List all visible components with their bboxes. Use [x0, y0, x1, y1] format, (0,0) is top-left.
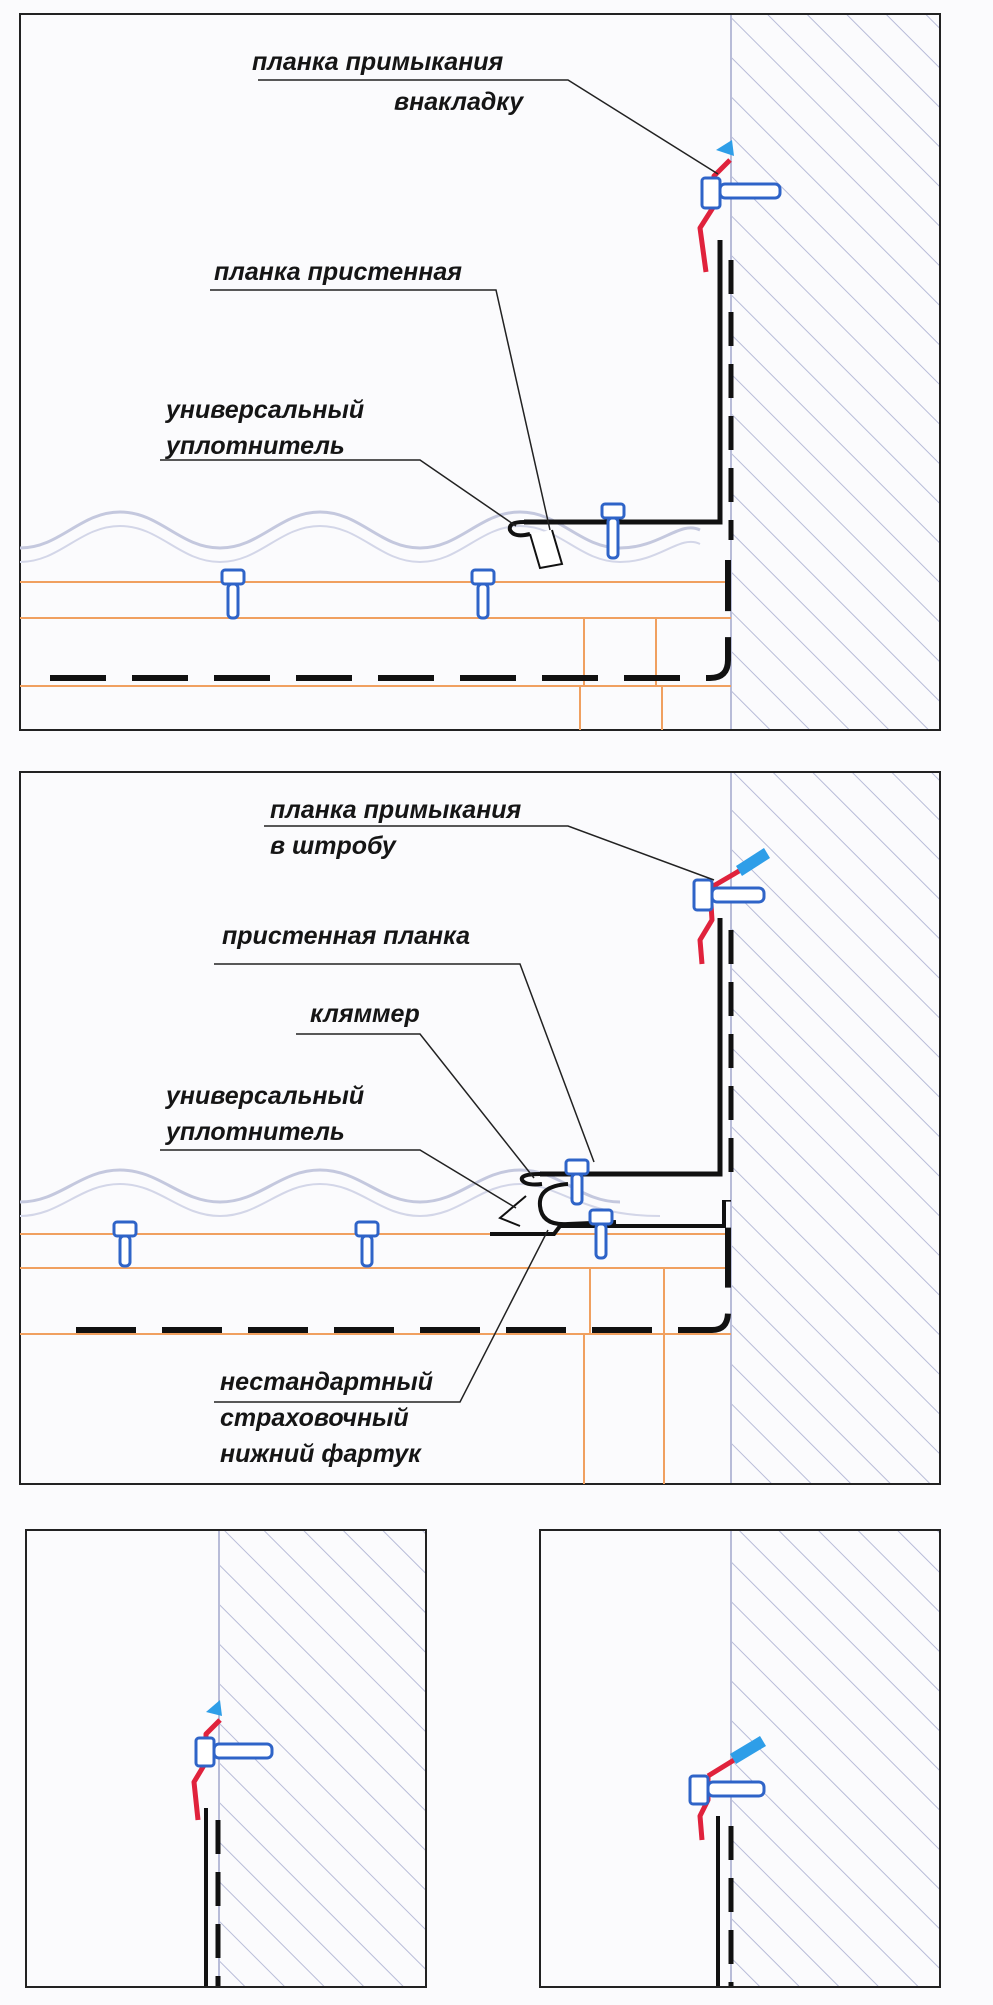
middle-panel: планка примыкания в штробу пристенная пл…: [19, 771, 941, 1485]
middle-leader-groove: [264, 825, 715, 881]
top-panel-frame: [19, 13, 941, 731]
top-sealant-wedge: [529, 529, 564, 570]
sealant-icon: [206, 1700, 222, 1716]
bottom-left-red-flashing: [191, 1718, 222, 1821]
top-leader-wall-strip: [210, 289, 551, 531]
top-wall-strip-hem: [507, 520, 531, 538]
middle-leader-wall-strip: [214, 963, 595, 1163]
middle-wall-strip-hem: [519, 1172, 543, 1187]
top-label-sealant-1: универсальный: [164, 396, 364, 424]
middle-label-sealant-1: универсальный: [164, 1082, 364, 1110]
top-wall-strip: [524, 240, 723, 525]
bottom-right-wall-hatch: [731, 1531, 939, 1986]
screw-icon: [470, 568, 496, 620]
screw-icon: [588, 1208, 614, 1260]
screw-icon: [700, 176, 782, 210]
middle-panel-frame: [19, 771, 941, 1485]
screw-icon: [688, 1774, 766, 1806]
bottom-right-panel: [539, 1529, 941, 1988]
screw-icon: [354, 1220, 380, 1268]
middle-leader-sealant: [160, 1149, 517, 1209]
middle-wall-hatch: [731, 773, 939, 1483]
middle-sealant-wedge: [498, 1195, 527, 1227]
middle-label-apron-1: нестандартный: [220, 1368, 433, 1396]
screw-icon: [692, 878, 766, 912]
top-leader-overlap: [258, 79, 719, 175]
top-wall-hatch: [731, 15, 939, 729]
middle-label-apron-2: страховочный: [220, 1404, 409, 1432]
top-label-sealant-2: уплотнитель: [164, 432, 345, 460]
top-leader-sealant: [160, 459, 517, 527]
middle-label-clamp: кляммер: [310, 1000, 420, 1028]
middle-label-groove-1: планка примыкания: [270, 796, 522, 824]
bottom-left-frame: [25, 1529, 427, 1988]
middle-leader-clamp: [296, 1033, 535, 1179]
sealant-icon: [736, 848, 770, 876]
top-label-overlap-2: внакладку: [394, 88, 524, 116]
middle-roof-sheet-lower: [20, 1182, 661, 1218]
bottom-right-frame: [539, 1529, 941, 1988]
middle-leader-apron: [214, 1229, 549, 1403]
screw-icon: [564, 1158, 590, 1206]
screw-icon: [112, 1220, 138, 1268]
middle-label-sealant-2: уплотнитель: [164, 1118, 345, 1146]
middle-lower-apron: [490, 1200, 726, 1236]
top-roof-sheet-lower: [20, 524, 701, 564]
middle-clamp: [537, 1182, 617, 1227]
screw-icon: [220, 568, 246, 620]
screw-icon: [194, 1736, 274, 1768]
middle-label-apron-3: нижний фартук: [220, 1440, 422, 1468]
middle-wall-strip: [540, 918, 723, 1177]
top-membrane: [50, 560, 731, 681]
top-roof-sheet: [20, 510, 701, 550]
screw-icon: [600, 502, 626, 560]
top-label-wall-strip: планка пристенная: [214, 258, 462, 286]
middle-label-groove-2: в штробу: [270, 832, 397, 860]
middle-label-wall-strip: пристенная планка: [222, 922, 470, 950]
middle-roof-sheet: [20, 1168, 621, 1204]
top-panel: планка примыкания внакладку планка прист…: [19, 13, 941, 731]
top-label-overlap-1: планка примыкания: [252, 48, 504, 76]
top-sealant-icon: [716, 140, 734, 156]
middle-membrane: [76, 1200, 731, 1333]
bottom-left-panel: [25, 1529, 427, 1988]
sealant-icon: [730, 1736, 766, 1764]
